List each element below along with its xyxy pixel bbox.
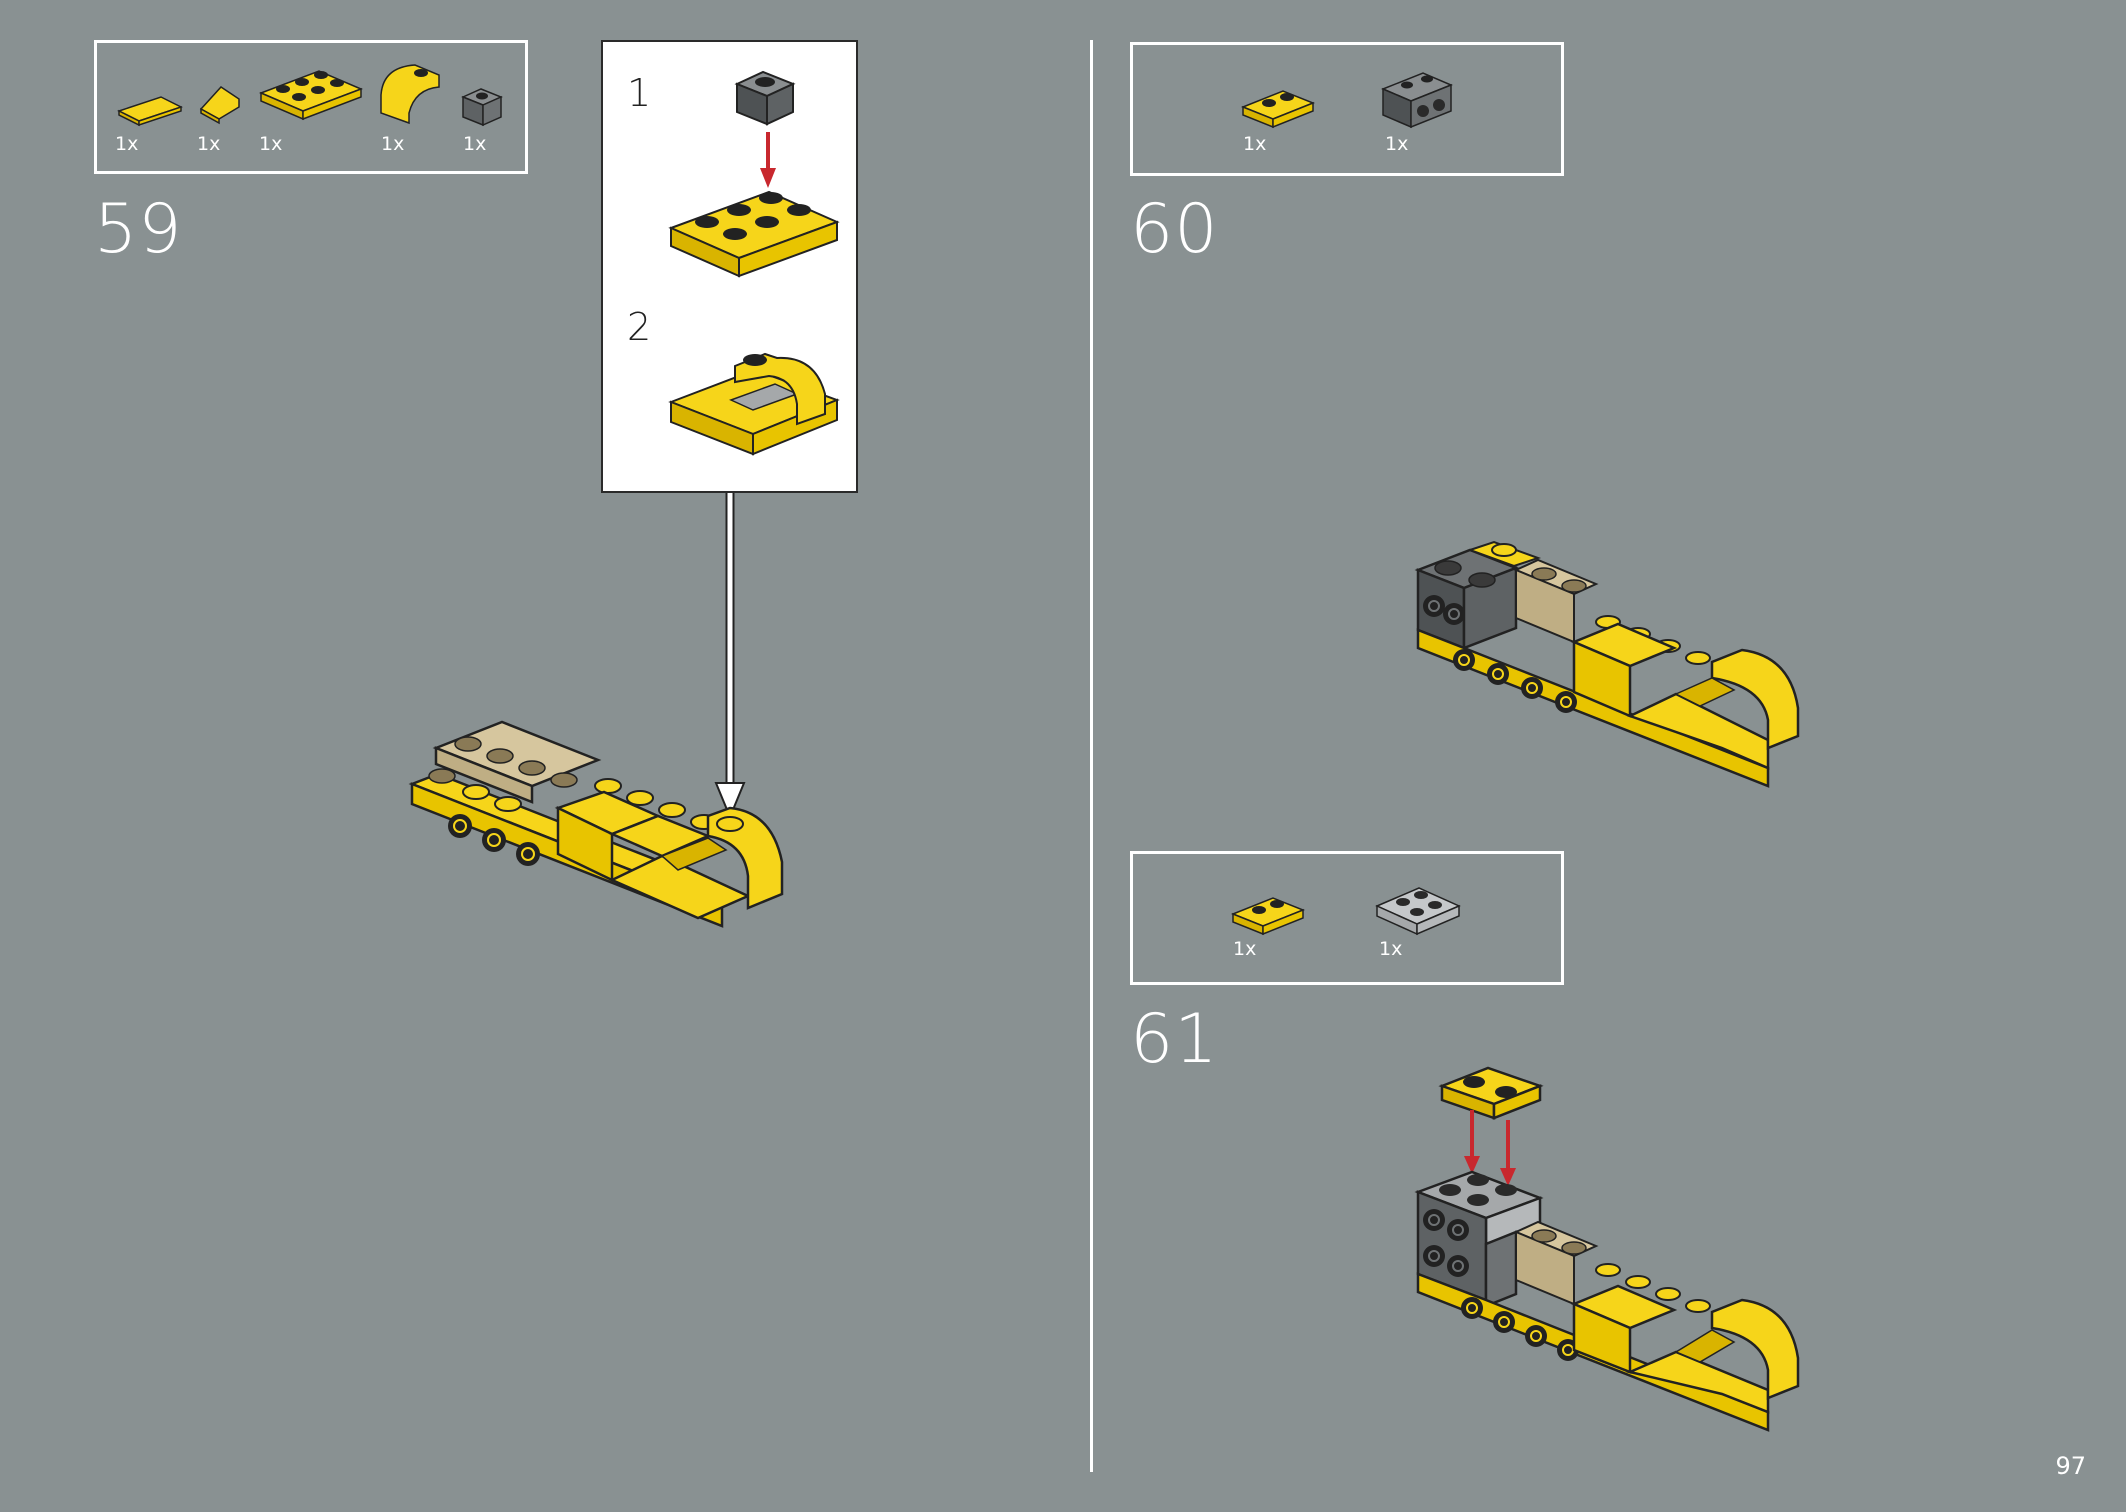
- red-arrow-icon: [760, 132, 776, 188]
- dark-gray-brick-studs-side-icon: [1381, 72, 1453, 129]
- part-qty: 1x: [1379, 938, 1403, 960]
- page-number: 97: [2055, 1452, 2086, 1480]
- yellow-sub-assembly-icon: [668, 352, 840, 456]
- part-qty: 1x: [115, 133, 139, 155]
- step-59-parts-list: 1x 1x 1x 1x 1x: [94, 40, 528, 174]
- sub-step-number: 2: [627, 305, 652, 349]
- step-60-parts-list: 1x 1x: [1130, 42, 1564, 176]
- yellow-plate-1x2-icon: [1240, 90, 1316, 129]
- light-gray-plate-2x2-icon: [1375, 887, 1461, 936]
- step-number-59: 59: [94, 190, 183, 269]
- step-61-parts-list: 1x 1x: [1130, 851, 1564, 985]
- part-qty: 1x: [1385, 133, 1409, 155]
- yellow-tile-icon: [117, 96, 183, 127]
- yellow-plate-2x3-icon: [258, 70, 364, 121]
- step-number-60: 60: [1130, 190, 1219, 269]
- sub-step-number: 1: [627, 71, 652, 115]
- yellow-plate-1x2-icon: [1230, 897, 1306, 936]
- step-59-model: [408, 720, 784, 928]
- sub-assembly-callout: 1 2: [601, 40, 858, 493]
- callout-connector-arrow: [714, 493, 746, 820]
- page-divider: [1090, 40, 1093, 1472]
- dark-gray-brick-1x1-icon: [734, 70, 796, 126]
- yellow-curved-slope-icon: [380, 64, 440, 125]
- part-qty: 1x: [1233, 938, 1257, 960]
- part-qty: 1x: [381, 133, 405, 155]
- step-number-61: 61: [1130, 1000, 1219, 1079]
- part-qty: 1x: [1243, 133, 1267, 155]
- part-qty: 1x: [197, 133, 221, 155]
- step-60-model: [1414, 540, 1800, 788]
- dark-gray-brick-1x1-icon: [461, 88, 503, 127]
- part-qty: 1x: [259, 133, 283, 155]
- part-qty: 1x: [463, 133, 487, 155]
- step-61-model: [1414, 1066, 1800, 1432]
- yellow-slope-icon: [199, 86, 240, 125]
- yellow-plate-2x3-icon: [668, 190, 840, 278]
